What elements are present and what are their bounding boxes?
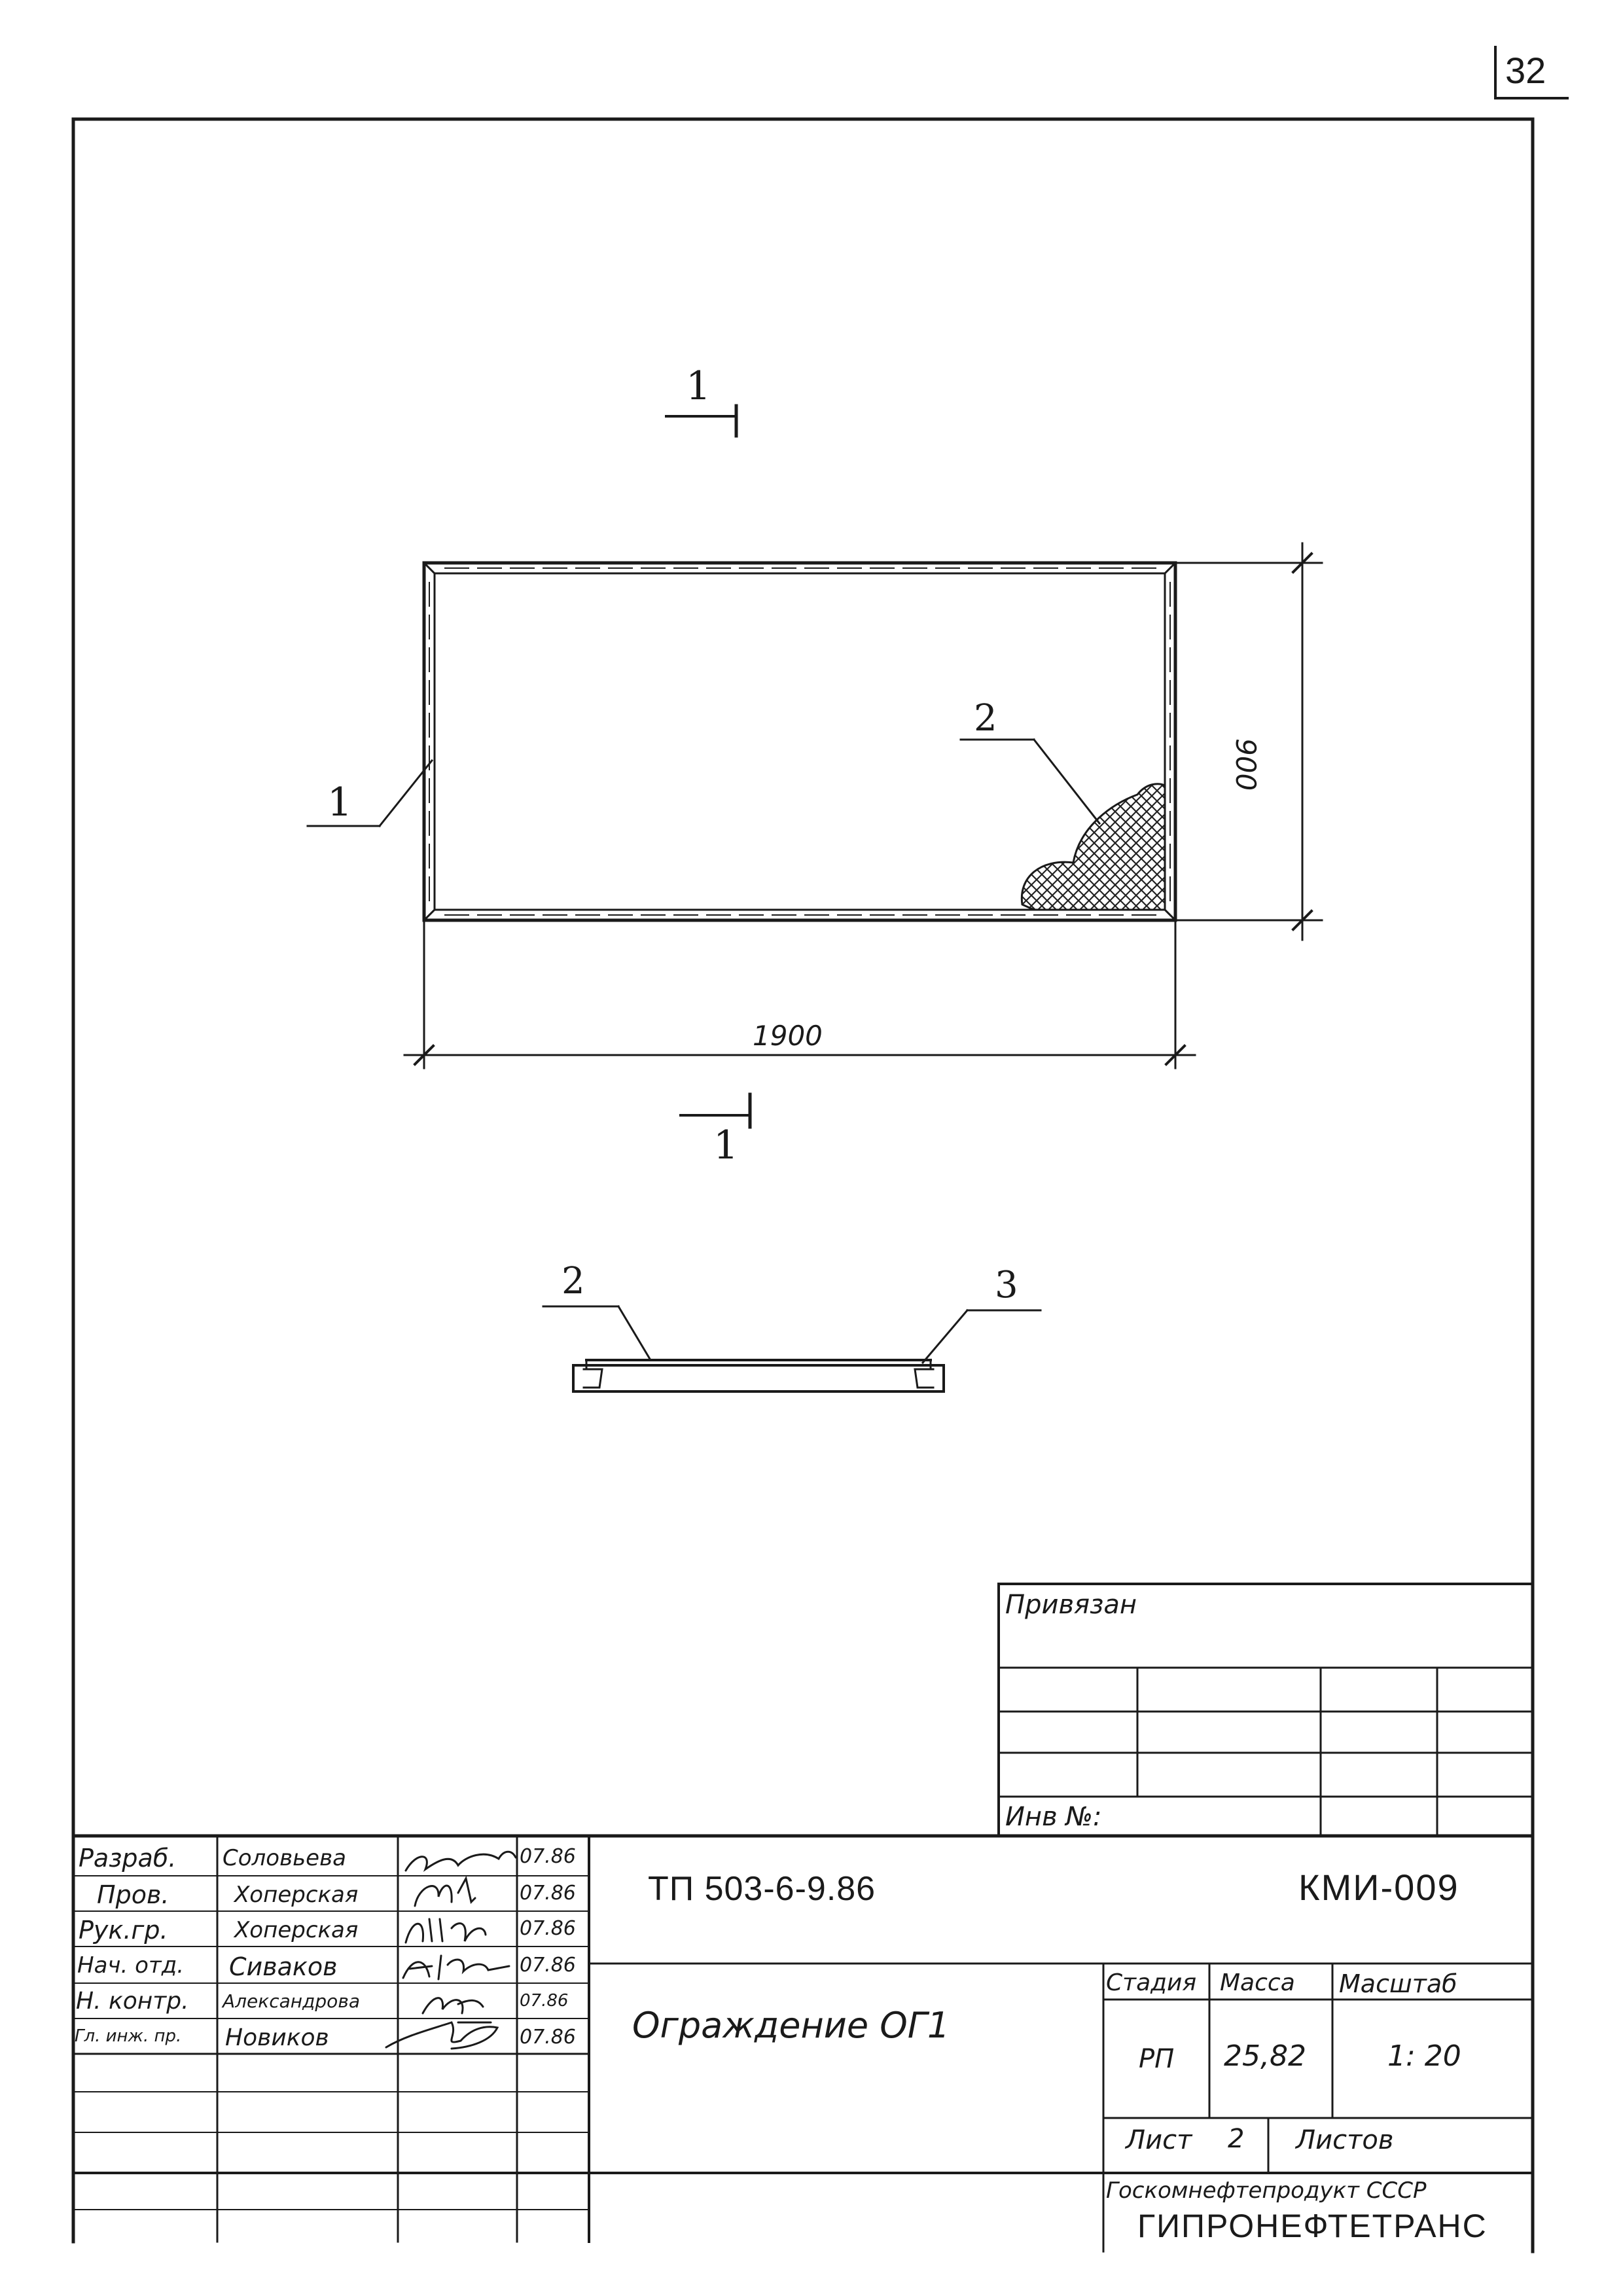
dimension-height-label: 900: [1230, 738, 1262, 791]
role-checker: Пров.: [97, 1880, 169, 1909]
project-code: ТП 503-6-9.86: [648, 1870, 876, 1908]
scale-label: Масштаб: [1339, 1969, 1457, 1998]
date-checker: 07.86: [520, 1882, 576, 1905]
role-chief-engineer: Гл. инж. пр.: [75, 2026, 182, 2046]
sheet-number: 2: [1228, 2124, 1245, 2154]
sheets-label: Листов: [1296, 2125, 1394, 2155]
date-group-lead: 07.86: [520, 1917, 576, 1940]
mass-label: Масса: [1220, 1969, 1295, 1996]
leader-mesh-section: [542, 1304, 652, 1362]
binding-block-grid: [997, 1583, 1534, 1837]
organization: Госкомнефтепродукт СССР: [1106, 2178, 1427, 2204]
role-department-head: Нач. отд.: [77, 1952, 185, 1979]
callout-mesh-label: 2: [974, 697, 997, 740]
panel-plan-view: [422, 561, 1177, 922]
sheet-label: Лист: [1126, 2125, 1192, 2155]
name-department-head: Сиваков: [229, 1952, 338, 1981]
date-chief-engineer: 07.86: [520, 2026, 576, 2049]
drawing-frame: [71, 117, 1535, 2253]
mesh-fragment: [1020, 783, 1166, 911]
role-group-lead: Рук.гр.: [79, 1916, 168, 1945]
title-block-grid: [71, 1834, 1535, 2253]
stage-label: Стадия: [1106, 1969, 1197, 1996]
leader-frame-section: [921, 1308, 1042, 1365]
date-norm-control: 07.86: [520, 1991, 569, 2011]
page-number: 32: [1505, 50, 1546, 91]
callout-frame-label: 1: [327, 780, 353, 825]
callout-mesh-section-label: 2: [562, 1260, 585, 1302]
date-department-head: 07.86: [520, 1954, 576, 1977]
dimension-length: [403, 922, 1196, 1069]
name-group-lead: Хоперская: [234, 1917, 359, 1943]
scale-value: 1: 20: [1387, 2039, 1461, 2073]
leader-mesh-plan: [959, 738, 1101, 825]
section-mark-bottom: [679, 1092, 752, 1129]
role-developer: Разраб.: [79, 1844, 177, 1873]
name-norm-control: Александрова: [223, 1990, 360, 2012]
role-norm-control: Н. контр.: [76, 1988, 189, 2015]
drawing-code: КМИ-009: [1298, 1867, 1459, 1908]
inventory-label: Инв №:: [1005, 1802, 1102, 1832]
section-view: [572, 1359, 945, 1393]
handwritten-signatures: [385, 1850, 517, 2050]
drawing-title: Ограждение ОГ1: [632, 2005, 950, 2046]
section-mark-top-label: 1: [686, 363, 711, 409]
name-chief-engineer: Новиков: [225, 2024, 329, 2051]
binding-title: Привязан: [1005, 1590, 1137, 1620]
dimension-length-label: 1900: [753, 1020, 823, 1052]
name-checker: Хоперская: [234, 1882, 359, 1908]
callout-frame-section-label: 3: [995, 1264, 1018, 1306]
stage-value: РП: [1139, 2044, 1175, 2074]
page-number-box: [1494, 46, 1569, 99]
mass-value: 25,82: [1224, 2039, 1306, 2073]
section-mark-top: [665, 404, 738, 438]
dimension-height: [1177, 542, 1323, 941]
date-developer: 07.86: [520, 1845, 576, 1868]
institute: ГИПРОНЕФТЕТРАНС: [1137, 2208, 1488, 2244]
leader-frame-plan: [306, 759, 434, 828]
section-mark-bottom-label: 1: [713, 1122, 739, 1168]
name-developer: Соловьева: [223, 1845, 346, 1871]
